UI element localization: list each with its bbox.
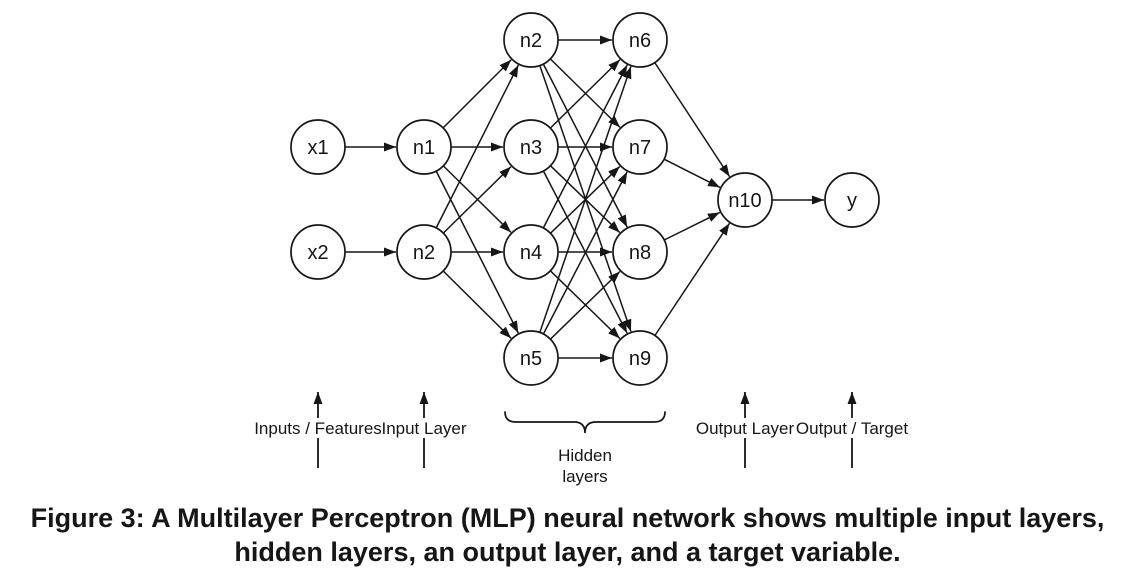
node-label-n8: n8 <box>629 242 651 264</box>
edge-n2-in-n3 <box>442 166 512 234</box>
node-label-n9: n9 <box>629 348 651 370</box>
brace-label-line2: layers <box>562 467 607 486</box>
annotation-label-output-target: Output / Target <box>796 419 908 438</box>
node-n4: n4 <box>503 224 559 280</box>
node-n5: n5 <box>503 330 559 386</box>
edge-n2-in-n5 <box>442 270 512 339</box>
annotation-label-output-layer: Output Layer <box>696 419 795 438</box>
node-label-x2: x2 <box>307 242 328 264</box>
mlp-network-diagram: x1 x2 n1 n2 n2 n3 n4 n5 n6 n7 n8 n9 n10 y Inputs / Fe… <box>254 12 908 486</box>
node-label-y: y <box>847 190 857 212</box>
edge-n5-n7 <box>542 171 628 335</box>
node-n8: n8 <box>612 224 668 280</box>
edge-n8-n10 <box>663 211 721 241</box>
node-n1: n1 <box>396 119 452 175</box>
node-n2-h: n2 <box>503 12 559 68</box>
node-label-n2-h: n2 <box>520 30 542 52</box>
edge-n9-n10 <box>654 222 731 336</box>
node-circle-x1 <box>290 119 346 175</box>
node-circle-x2 <box>290 224 346 280</box>
node-circle-n9 <box>612 330 668 386</box>
node-n2-in: n2 <box>396 224 452 280</box>
edge-n3-n6 <box>549 59 621 129</box>
edge-n1-n2-h <box>442 59 512 129</box>
node-label-n5: n5 <box>520 348 542 370</box>
node-y: y <box>824 172 880 228</box>
node-circle-n1 <box>396 119 452 175</box>
node-circle-y <box>824 172 880 228</box>
node-label-n3: n3 <box>520 137 542 159</box>
edges-layer <box>345 35 824 363</box>
node-label-n1: n1 <box>413 137 435 159</box>
nodes-layer: x1 x2 n1 n2 n2 n3 n4 n5 n6 n7 n8 n9 n10 y <box>290 12 880 386</box>
node-x1: x1 <box>290 119 346 175</box>
node-n7: n7 <box>612 119 668 175</box>
hidden-layers-brace <box>504 411 666 434</box>
node-label-n10: n10 <box>728 190 761 212</box>
node-circle-n7 <box>612 119 668 175</box>
node-circle-n5 <box>503 330 559 386</box>
node-n9: n9 <box>612 330 668 386</box>
node-circle-n3 <box>503 119 559 175</box>
node-circle-n4 <box>503 224 559 280</box>
annotation-label-inputs-features: Inputs / Features <box>254 419 382 438</box>
node-n10: n10 <box>717 172 773 228</box>
edge-n4-n6 <box>542 64 628 229</box>
node-label-n2-in: n2 <box>413 242 435 264</box>
node-n6: n6 <box>612 12 668 68</box>
brace-label-line1: Hidden <box>558 446 612 465</box>
edge-n5-n8 <box>549 270 621 340</box>
node-circle-n8 <box>612 224 668 280</box>
node-label-n6: n6 <box>629 30 651 52</box>
edge-n7-n10 <box>663 158 721 189</box>
node-label-n7: n7 <box>629 137 651 159</box>
node-circle-n10 <box>717 172 773 228</box>
node-n3: n3 <box>503 119 559 175</box>
node-label-n4: n4 <box>520 242 542 264</box>
node-circle-n2-h <box>503 12 559 68</box>
node-x2: x2 <box>290 224 346 280</box>
edge-n5-n6 <box>539 66 632 333</box>
figure-caption-line2: hidden layers, an output layer, and a ta… <box>234 537 901 567</box>
edge-n2-in-n2-h <box>435 64 520 229</box>
annotation-label-input-layer: Input Layer <box>381 419 466 438</box>
node-label-x1: x1 <box>307 137 328 159</box>
edge-n6-n10 <box>654 62 731 178</box>
figure-caption: Figure 3: A Multilayer Perceptron (MLP) … <box>0 501 1135 569</box>
node-circle-n2-in <box>396 224 452 280</box>
node-circle-n6 <box>612 12 668 68</box>
figure-caption-line1: Figure 3: A Multilayer Perceptron (MLP) … <box>30 503 1105 533</box>
